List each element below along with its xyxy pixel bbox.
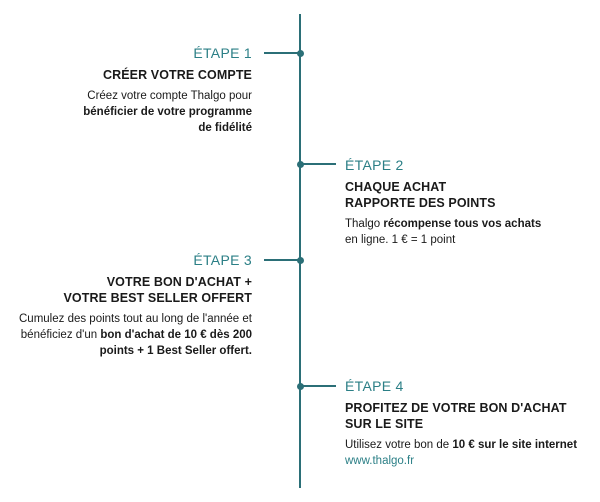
step-2-body-highlight: récompense tous vos achats (383, 218, 542, 230)
step-2-label: ÉTAPE 2 (345, 157, 404, 173)
step-4-dot (296, 382, 304, 390)
step-3: ÉTAPE 3 VOTRE BON D'ACHAT + VOTRE BEST S… (2, 252, 252, 359)
step-3-title: VOTRE BON D'ACHAT + VOTRE BEST SELLER OF… (63, 275, 252, 305)
step-1-connector (264, 52, 300, 54)
step-4-body-text: Utilisez votre bon de (345, 439, 453, 451)
step-4-body: Utilisez votre bon de 10 € sur le site i… (345, 437, 595, 453)
step-1-title: CRÉER VOTRE COMPTE (102, 68, 252, 82)
step-3-body-text: Cumulez des points tout au long de l'ann… (19, 313, 252, 341)
step-4-title: PROFITEZ DE VOTRE BON D'ACHAT SUR LE SIT… (345, 401, 567, 431)
step-1-body-text: Créez votre compte Thalgo pour (87, 90, 252, 102)
step-3-dot (296, 256, 304, 264)
step-3-connector (264, 259, 300, 261)
step-4: ÉTAPE 4 PROFITEZ DE VOTRE BON D'ACHAT SU… (345, 378, 595, 469)
step-2-body: Thalgo récompense tous vos achats en lig… (345, 216, 595, 248)
thalgo-website-link[interactable]: www.thalgo.fr (345, 455, 415, 467)
step-1-body: Créez votre compte Thalgo pour bénéficie… (2, 88, 252, 136)
step-4-label: ÉTAPE 4 (345, 378, 404, 394)
step-2-dot (296, 160, 304, 168)
step-3-body-highlight: bon d'achat de 10 € dès 200 points + 1 B… (99, 329, 252, 357)
step-2-connector (300, 163, 336, 165)
step-1: ÉTAPE 1 CRÉER VOTRE COMPTE Créez votre c… (2, 45, 252, 136)
step-1-body-highlight: bénéficier de votre programme de fidélit… (83, 106, 252, 134)
timeline-line (299, 14, 301, 488)
step-2-title: CHAQUE ACHAT RAPPORTE DES POINTS (345, 180, 496, 210)
step-1-label: ÉTAPE 1 (193, 45, 252, 61)
step-1-dot (296, 49, 304, 57)
step-3-body: Cumulez des points tout au long de l'ann… (2, 311, 252, 359)
step-4-connector (300, 385, 336, 387)
step-2-body-text: Thalgo (345, 218, 384, 230)
step-3-label: ÉTAPE 3 (193, 252, 252, 268)
step-2-body-text-2: en ligne. 1 € = 1 point (345, 234, 456, 246)
step-2: ÉTAPE 2 CHAQUE ACHAT RAPPORTE DES POINTS… (345, 157, 595, 248)
step-4-body-highlight: 10 € sur le site internet (452, 439, 578, 451)
